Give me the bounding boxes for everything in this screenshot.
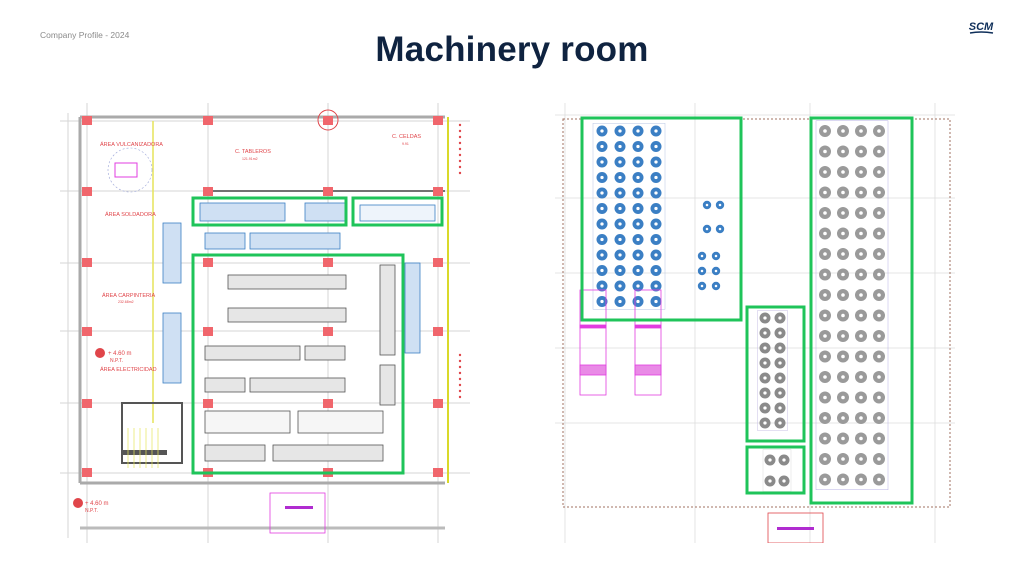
label-celdas: C. CELDAS bbox=[392, 134, 421, 140]
highlight-zone-mid-fans bbox=[745, 305, 806, 443]
scm-logo: SCM bbox=[969, 21, 994, 34]
highlight-zone-blue-fans bbox=[580, 116, 743, 322]
blue-fan-array bbox=[592, 123, 666, 310]
label-celdas-area: 9.91 bbox=[402, 142, 409, 146]
level-marker-1-sub: N.P.T. bbox=[110, 358, 123, 364]
level-symbol-1 bbox=[95, 348, 105, 358]
column-marker bbox=[317, 109, 339, 131]
label-electricidad: ÁREA ELECTRICIDAD bbox=[100, 366, 157, 373]
logo-text: SCM bbox=[969, 21, 994, 33]
grey-machines bbox=[204, 264, 396, 462]
east-markers bbox=[458, 123, 462, 399]
label-carpinteria-area: 232.68m2 bbox=[118, 300, 134, 304]
highlight-zone-welding-upper bbox=[191, 196, 348, 227]
grey-fan-array bbox=[815, 120, 889, 490]
level-marker-2: + 4.60 m bbox=[85, 501, 109, 507]
blue-machines bbox=[162, 202, 436, 384]
label-tableros-area: 121.91m2 bbox=[242, 157, 258, 161]
level-marker-2-sub: N.P.T. bbox=[85, 508, 98, 514]
highlight-zone-small-fans bbox=[745, 445, 806, 495]
level-symbol-2 bbox=[73, 498, 83, 508]
label-carpinteria: ÁREA CARPINTERIA bbox=[102, 292, 156, 299]
level-marker-1: + 4.60 m bbox=[108, 351, 132, 357]
small-blue-fan-units bbox=[697, 200, 725, 291]
magenta-unit-2 bbox=[634, 289, 662, 396]
label-soldadora: ÁREA SOLDADORA bbox=[105, 211, 156, 218]
highlight-zone-carpentry-floor bbox=[191, 253, 405, 475]
label-vulcanizadora: ÁREA VULCANIZADORA bbox=[100, 141, 163, 148]
highlight-zone-grey-fans bbox=[809, 116, 914, 505]
floor-plan-right bbox=[555, 103, 955, 543]
page-title: Machinery room bbox=[375, 30, 649, 69]
small-fan-array bbox=[762, 449, 792, 492]
walls bbox=[78, 115, 445, 485]
building-outline bbox=[562, 118, 951, 508]
label-tableros: C. TABLEROS bbox=[235, 149, 271, 155]
mid-fan-array bbox=[757, 310, 788, 431]
magenta-unit-1 bbox=[579, 289, 607, 396]
header-note: Company Profile - 2024 bbox=[40, 30, 130, 40]
floor-plan-left: ÁREA VULCANIZADORA C. TABLEROS 121.91m2 … bbox=[60, 103, 470, 543]
highlight-zone-welding-side bbox=[351, 196, 444, 227]
